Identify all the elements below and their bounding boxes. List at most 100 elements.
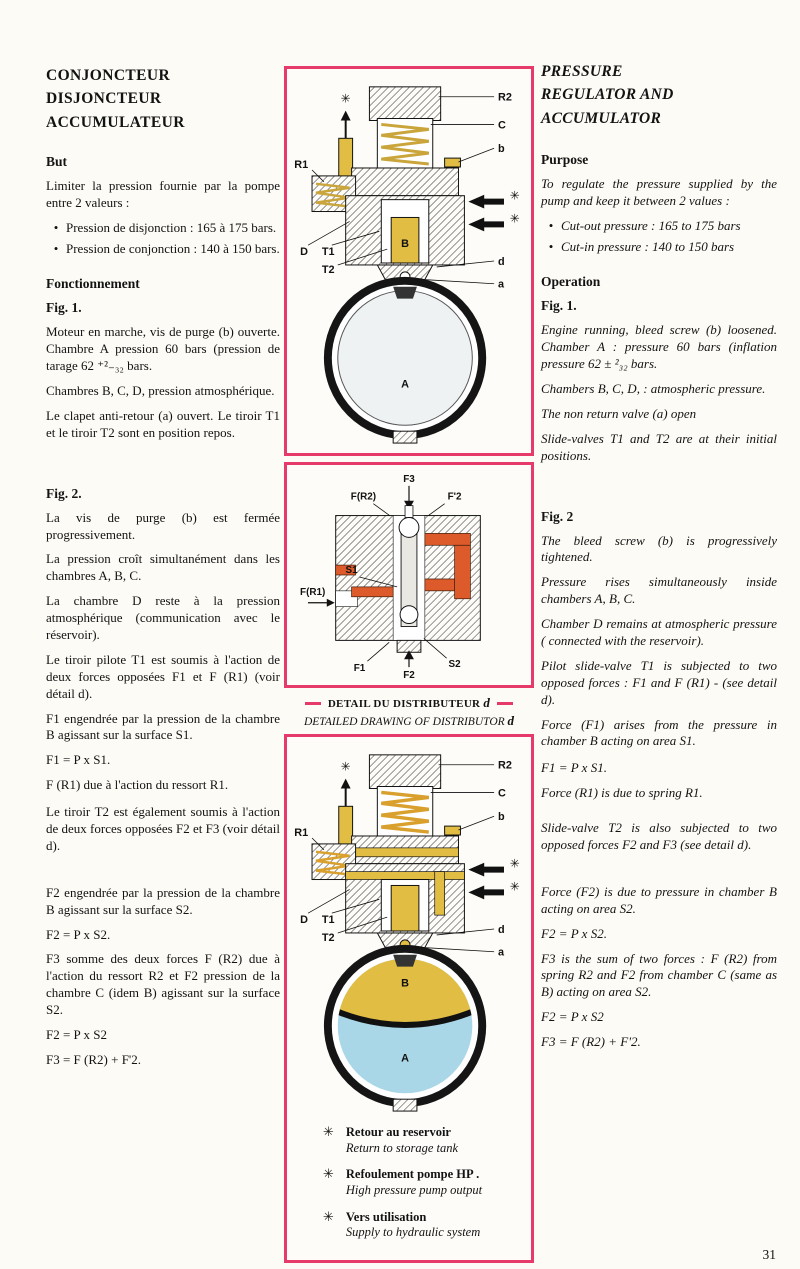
legend-label-en: High pressure pump output	[345, 1182, 483, 1197]
bullet-item: • Pression de conjonction : 140 à 150 ba…	[46, 241, 280, 258]
valve-body	[345, 863, 465, 934]
heading-fig2: Fig. 2.	[46, 485, 82, 501]
paragraph: The non return valve (a) open	[541, 405, 697, 421]
spring-R2-housing	[368, 86, 442, 169]
asterisk-icon: ✳	[510, 189, 520, 203]
label-F3: F3	[403, 474, 415, 485]
label-a: a	[498, 279, 505, 291]
asterisk-icon: ✳	[323, 1209, 334, 1225]
label-S1: S1	[345, 565, 358, 576]
label-b: b	[498, 811, 505, 823]
heading-fonctionnement: Fonctionnement	[46, 276, 140, 292]
label-chamber-A: A	[401, 379, 409, 391]
paragraph: F3 is the sum of two forces : F (R2) fro…	[541, 950, 777, 1000]
english-title: PRESSURE REGULATOR AND ACCUMULATOR	[541, 60, 777, 130]
bullet-icon: •	[53, 219, 59, 235]
title-line: CONJONCTEUR	[46, 67, 171, 84]
caption-dash	[497, 701, 514, 705]
legend-label-en: Supply to hydraulic system	[345, 1225, 481, 1240]
label-F1: F1	[354, 663, 366, 674]
fig1-box: ✳	[284, 66, 534, 456]
paragraph: Slide-valves T1 and T2 are at their init…	[541, 430, 777, 463]
french-title: CONJONCTEUR DISJONCTEUR ACCUMULATEUR	[46, 64, 280, 134]
legend-label-fr: Retour au reservoir	[345, 1125, 451, 1139]
heading-fig1: Fig. 1.	[46, 300, 82, 316]
paragraph: The bleed screw (b) is progressively tig…	[541, 532, 777, 565]
caption-dash	[304, 701, 321, 705]
paragraph: Pilot slide-valve T1 is subjected to two…	[541, 657, 777, 707]
label-C: C	[498, 787, 506, 799]
label-chamber-B: B	[401, 238, 409, 250]
formula: F2 = P x S2.	[541, 925, 607, 941]
label-T2: T2	[322, 932, 335, 944]
label-FR2: F(R2)	[351, 492, 376, 503]
legend-label-en: Return to storage tank	[345, 1140, 459, 1155]
formula: F2 = P x S2.	[46, 926, 111, 942]
hp-pump-inlet-arrow: ✳	[468, 189, 520, 209]
paragraph: Force (F2) is due to pressure in chamber…	[541, 883, 777, 916]
return-to-tank-port: ✳	[338, 92, 354, 179]
heading-operation: Operation	[541, 274, 601, 290]
pressure-channel	[351, 847, 459, 858]
asterisk-icon: ✳	[341, 92, 351, 106]
label-b: b	[498, 143, 505, 155]
accumulator-sphere: B A	[323, 944, 487, 1108]
fig2-labels-left: R1 D T1 T2	[294, 827, 388, 944]
paragraph: Pressure rises simultaneously inside cha…	[541, 574, 777, 607]
bullet-text: Cut-in pressure : 140 to 150 bars	[561, 239, 735, 255]
heading-but: But	[46, 153, 68, 169]
bullet-icon: •	[548, 239, 554, 255]
formula: F1 = P x S1.	[46, 752, 111, 768]
fig1-diagram: ✳	[294, 86, 520, 444]
asterisk-icon: ✳	[341, 760, 351, 774]
paragraph: Le clapet anti-retour (a) ouvert. Le tir…	[46, 407, 280, 440]
bullet-text: Cut-out pressure : 165 to 175 bars	[561, 217, 741, 233]
accumulator-sphere: A	[323, 276, 487, 440]
paragraph: F2 engendrée par la pression de la chamb…	[46, 884, 280, 917]
detail-caption-fr: DETAIL DU DISTRIBUTEUR d	[284, 695, 534, 711]
paragraph: To regulate the pressure supplied by the…	[541, 175, 777, 208]
label-R2: R2	[498, 760, 512, 772]
caption-text-fr: DETAIL DU DISTRIBUTEUR	[327, 698, 481, 710]
label-F2: F2	[403, 670, 415, 680]
bullet-item: • Cut-in pressure : 140 to 150 bars	[541, 239, 777, 256]
distributor-detail-diagram: F3 F(R2) F'2	[300, 474, 481, 680]
formula: F3 = F (R2) + F'2.	[46, 1051, 142, 1067]
fig1-labels-right: R2 C b d a	[410, 92, 512, 291]
supply-outlet-arrow: ✳	[468, 211, 520, 232]
title-line: PRESSURE	[541, 63, 623, 80]
asterisk-icon: ✳	[510, 879, 520, 893]
label-T2: T2	[322, 264, 335, 276]
valve-body: B	[345, 195, 465, 266]
french-column: CONJONCTEUR DISJONCTEUR ACCUMULATEUR But…	[46, 64, 280, 1077]
figure-legend: ✳ Retour au reservoir Return to storage …	[289, 1117, 529, 1256]
label-T1: T1	[322, 914, 335, 926]
asterisk-icon: ✳	[323, 1125, 334, 1140]
label-chamber-B: B	[401, 977, 409, 989]
label-R1: R1	[294, 827, 308, 839]
caption-d: d	[483, 695, 491, 710]
caption-d: d	[507, 713, 515, 728]
formula: F1 = P x S1.	[541, 760, 607, 776]
title-line: ACCUMULATOR	[541, 109, 662, 127]
english-column: PRESSURE REGULATOR AND ACCUMULATOR Purpo…	[541, 60, 777, 1059]
bullet-icon: •	[548, 217, 554, 233]
paragraph: F (R1) due à l'action du ressort R1.	[46, 777, 229, 793]
label-a: a	[498, 947, 505, 959]
title-line: ACCUMULATEUR	[46, 113, 185, 131]
paragraph: F3 somme des deux forces F (R2) due à l'…	[46, 951, 280, 1018]
spring-R2-housing	[368, 754, 442, 837]
bullet-icon: •	[53, 241, 59, 257]
bleed-screw	[444, 825, 461, 836]
supply-outlet-arrow: ✳	[468, 879, 520, 900]
title-line: DISJONCTEUR	[46, 90, 162, 108]
paragraph: Force (R1) is due to spring R1.	[541, 785, 703, 801]
pressure-channels	[335, 533, 471, 600]
page-number: 31	[762, 1247, 777, 1262]
paragraph: La chambre D reste à la pression atmosph…	[46, 593, 280, 642]
label-d: d	[498, 924, 505, 936]
bottom-port	[392, 430, 418, 444]
asterisk-icon: ✳	[510, 857, 520, 871]
legend-label-fr: Vers utilisation	[345, 1209, 427, 1224]
